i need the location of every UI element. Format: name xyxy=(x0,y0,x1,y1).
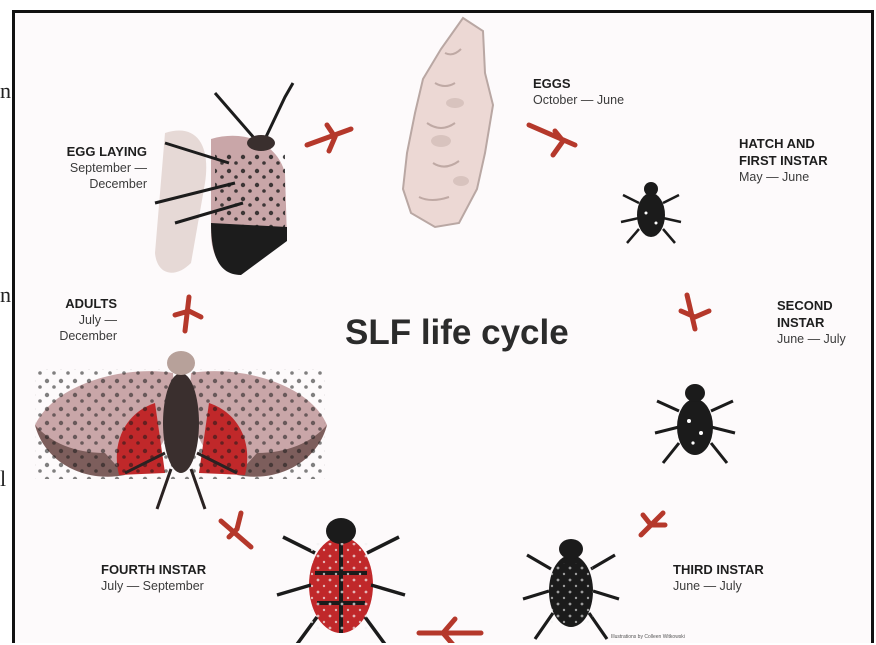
stage-title: EGGS xyxy=(533,75,624,92)
stage-dates: July — December xyxy=(45,312,117,344)
lifecycle-diagram: SLF life cycle EGGS October — June HATCH… xyxy=(12,10,874,643)
stage-third-instar: THIRD INSTAR June — July xyxy=(673,561,764,594)
stage-dates: June — July xyxy=(777,331,846,347)
stage-dates: July — September xyxy=(101,578,206,594)
stage-dates: June — July xyxy=(673,578,764,594)
fourth-instar-image xyxy=(277,518,405,643)
cycle-arrow xyxy=(221,513,251,547)
adult-image xyxy=(35,351,327,509)
stage-dates: September — December xyxy=(45,160,147,192)
edge-letter: n xyxy=(0,78,11,104)
stage-hatch: HATCH AND FIRST INSTAR May — June xyxy=(739,135,828,185)
stage-adults: ADULTS July — December xyxy=(45,295,117,344)
stage-title: HATCH AND FIRST INSTAR xyxy=(739,135,828,169)
second-instar-image xyxy=(655,384,735,463)
stage-title: THIRD INSTAR xyxy=(673,561,764,578)
first-instar-image xyxy=(621,182,681,243)
cycle-arrow xyxy=(175,297,201,331)
diagram-title: SLF life cycle xyxy=(345,313,569,353)
stage-fourth-instar: FOURTH INSTAR July — September xyxy=(101,561,206,594)
third-instar-image xyxy=(523,539,619,639)
stage-title: EGG LAYING xyxy=(45,143,147,160)
stage-dates: October — June xyxy=(533,92,624,108)
stage-dates: May — June xyxy=(739,169,828,185)
edge-letter: l xyxy=(0,466,6,492)
egg-laying-adult-image xyxy=(155,83,293,275)
egg-mass-image xyxy=(403,18,493,227)
stage-second-instar: SECOND INSTAR June — July xyxy=(777,297,846,347)
stage-title: FOURTH INSTAR xyxy=(101,561,206,578)
stage-eggs: EGGS October — June xyxy=(533,75,624,108)
cycle-arrow xyxy=(681,295,709,329)
cycle-arrow xyxy=(307,125,351,151)
edge-letter: n xyxy=(0,282,11,308)
illustration-credit: Illustrations by Colleen Witkowski xyxy=(611,634,685,640)
cycle-arrow xyxy=(641,513,665,535)
cycle-arrow xyxy=(419,619,481,643)
cycle-arrow xyxy=(529,125,575,155)
stage-title: ADULTS xyxy=(45,295,117,312)
stage-egg-laying: EGG LAYING September — December xyxy=(45,143,147,192)
stage-title: SECOND INSTAR xyxy=(777,297,846,331)
